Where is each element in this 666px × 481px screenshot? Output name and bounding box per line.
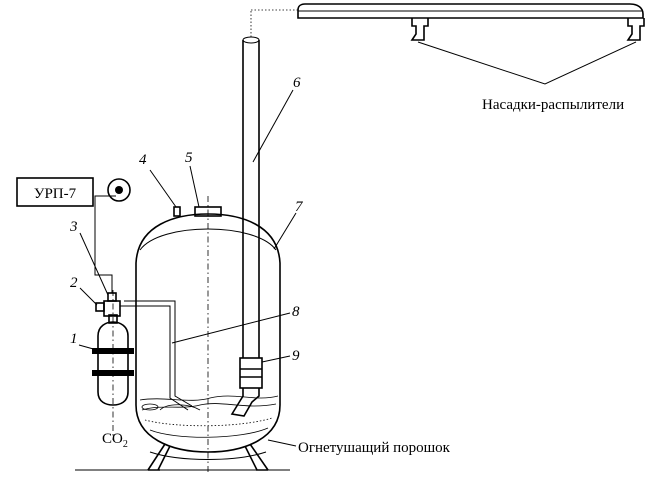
powder-bottom-line xyxy=(149,427,269,438)
nozzle-manifold xyxy=(297,3,644,19)
callout-3-leader xyxy=(79,232,109,296)
callout-7: 7 xyxy=(295,199,304,215)
callout-9: 9 xyxy=(292,348,300,364)
callout-6: 6 xyxy=(293,75,301,91)
powder-level xyxy=(139,395,279,401)
callout-5: 5 xyxy=(185,150,193,166)
callout-7-leader xyxy=(273,212,297,250)
cylinder-valve-head xyxy=(103,300,121,317)
callout-2-leader xyxy=(79,287,98,306)
pipe-coupling xyxy=(239,357,263,389)
callout-6-leader xyxy=(252,89,294,163)
callout-4-leader xyxy=(149,169,177,208)
callout-4: 4 xyxy=(139,152,147,168)
callout-5-leader xyxy=(189,165,200,208)
nozzle-1 xyxy=(410,18,429,41)
callout-3: 3 xyxy=(69,219,78,235)
aeration-tube-wall xyxy=(124,300,193,407)
powder-surface xyxy=(141,403,277,411)
nozzles-leader xyxy=(417,41,637,85)
aeration-tube xyxy=(120,305,189,411)
vessel-top-seam xyxy=(139,228,277,251)
cylinder-neck xyxy=(108,314,118,324)
urp7-label: УРП-7 xyxy=(34,186,77,202)
urp7-box xyxy=(16,177,94,207)
discharge-pipe xyxy=(242,40,260,358)
callout-9-leader xyxy=(261,355,291,363)
callout-8-leader xyxy=(171,312,291,344)
urp7-indicator xyxy=(107,178,131,202)
powder-leader xyxy=(267,439,297,447)
leg-left xyxy=(147,443,171,471)
pipe-bend xyxy=(230,388,260,417)
powder-texture xyxy=(144,417,273,427)
safety-valve xyxy=(173,206,181,217)
leg-right xyxy=(244,443,269,471)
powder-caption: Огнетушащий порошок xyxy=(298,440,451,456)
callout-1: 1 xyxy=(70,331,78,347)
leg-brace xyxy=(149,451,267,460)
callout-1-leader xyxy=(78,344,98,351)
urp7-indicator-dot xyxy=(115,186,123,194)
nozzles-caption: Насадки-распылители xyxy=(482,97,624,113)
nozzle-2 xyxy=(626,18,645,41)
co2-label: CO2 xyxy=(102,431,128,450)
callout-8: 8 xyxy=(292,304,300,320)
pipe-top-opening xyxy=(242,36,260,44)
valve-side-port xyxy=(95,302,105,312)
filling-neck xyxy=(194,206,222,217)
gas-cylinder xyxy=(97,321,129,406)
control-wire xyxy=(94,195,116,293)
cylinder-band-top xyxy=(92,348,134,354)
aeration-outlet xyxy=(159,404,201,411)
callout-2: 2 xyxy=(70,275,78,291)
powder-clump xyxy=(141,403,159,411)
valve-actuator xyxy=(107,292,117,302)
